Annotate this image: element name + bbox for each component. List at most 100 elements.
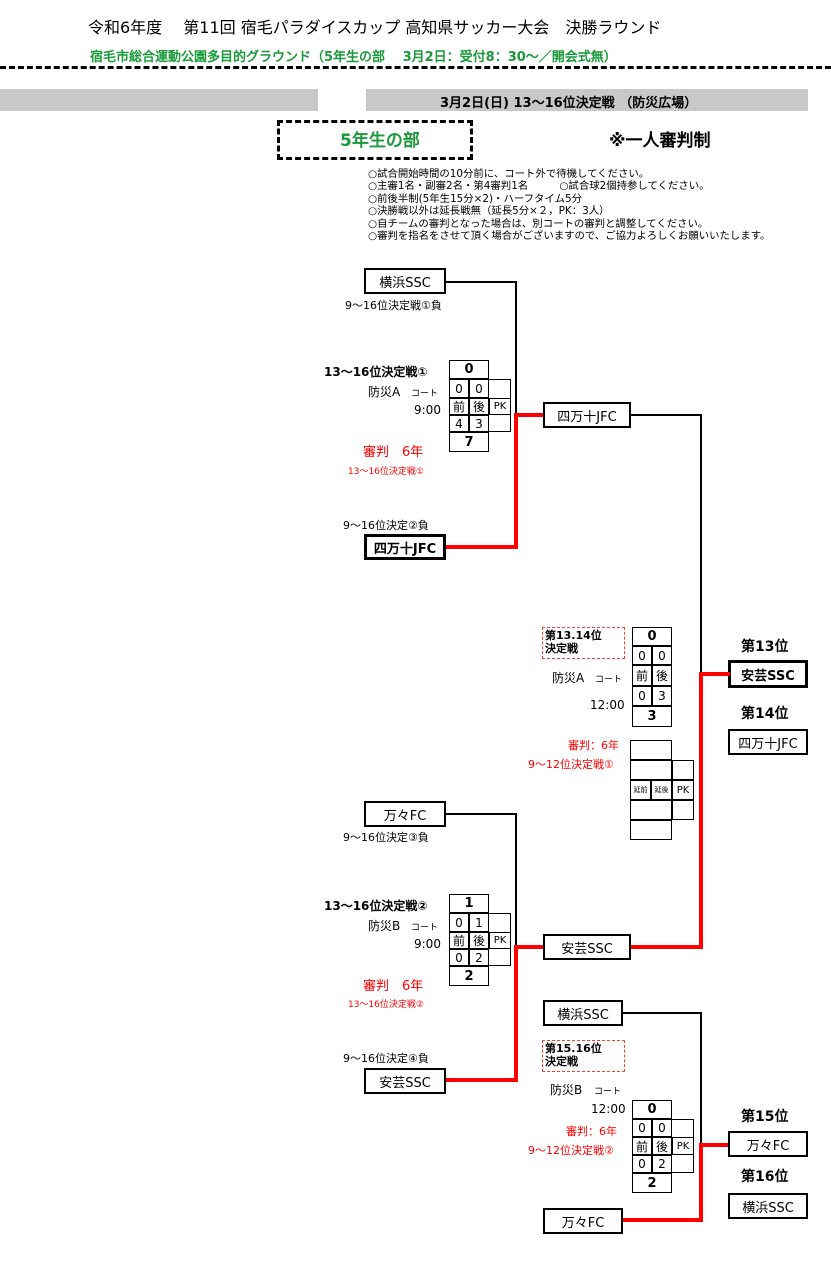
match1-referee: 審判 6年 [363,445,424,460]
extra-time-cell [630,740,672,760]
match4-referee-note: 9～12位決定戦② [528,1144,614,1157]
rule-item: ○試合開始時間の10分前に、コート外で待機してください。 [368,168,650,180]
match1-top-h2: 0 [469,379,489,398]
match3-bot-h1: 0 [632,686,652,706]
winner-path [514,945,518,1082]
rank13-label: 第13位 [741,639,789,655]
winner-path [514,413,518,549]
winner-path [514,945,544,949]
rank14-team: 四万十JFC [728,729,808,755]
team-box-match2-a: 万々FC [364,801,446,827]
match2-bot-total: 2 [449,966,489,986]
team-box-match2-b: 安芸SSC [364,1068,446,1094]
match4-bot-h1: 0 [632,1155,652,1173]
bracket-line [700,414,702,676]
extra-time-second-label: 延後 [651,780,672,800]
match1-bot-h1: 4 [449,415,469,432]
match1-top-h1: 0 [449,379,469,398]
rule-item: ○自チームの審判となった場合は、別コートの審判と調整してください。 [368,217,709,230]
pk-cell [672,1119,694,1137]
match3-bot-h2: 3 [652,686,672,706]
first-half-label: 前 [632,1137,652,1155]
winner-path [699,1143,703,1222]
match3-bot-total: 3 [632,706,672,727]
match2-referee: 審判 6年 [363,979,424,994]
match4-bot-h2: 2 [652,1155,672,1173]
rank15-label: 第15位 [741,1109,789,1125]
match3-court: 防災A [552,671,585,685]
match4-bot-total: 2 [632,1173,672,1193]
team-box-match4-b: 万々FC [543,1208,623,1234]
match4-court: 防災B [550,1083,583,1097]
second-half-label: 後 [652,1137,672,1155]
team-box-match4-a: 横浜SSC [543,1000,623,1026]
winner-path [446,545,518,549]
match4-referee: 審判：6年 [566,1125,617,1138]
match4-title: 第15.16位 決定戦 [545,1042,602,1068]
match1-top-total: 0 [449,360,489,379]
match2-referee-note: 13～16位決定戦② [348,1000,424,1010]
pk-label: PK [672,1137,694,1155]
team-box-match1-a: 横浜SSC [364,268,446,294]
match3-top-h2: 0 [652,646,672,665]
match1-title: 13～16位決定戦① [324,365,428,379]
date-bar-text: 3月2日(日) 13～16位決定戦 （防災広場） [440,96,698,111]
match2-top-total: 1 [449,894,489,913]
dashed-divider [0,66,831,69]
match2-time: 9:00 [414,937,441,951]
rank13-team: 安芸SSC [728,660,808,688]
second-half-label: 後 [469,398,489,415]
rank16-label: 第16位 [741,1169,789,1185]
bracket-line [515,813,517,947]
pk-cell [489,379,511,398]
first-half-label: 前 [632,665,652,686]
rule-item: ○主審1名・副審2名・第4審判1名 ○試合球2個持参してください。 [368,180,710,193]
pk-label: PK [672,780,694,800]
match1-team-b-note: 9～16位決定②負 [343,519,429,532]
bracket-line [700,1012,702,1146]
extra-time-cell [672,760,694,780]
extra-time-cell [672,800,694,820]
match2-team-a-note: 9～16位決定③負 [343,831,429,844]
match1-referee-note: 13～16位決定戦① [348,467,424,477]
match4-title-text: 第15.16位 決定戦 [545,1042,602,1068]
match4-top-h1: 0 [632,1119,652,1137]
extra-time-cell [630,760,672,780]
rules-list: ○試合開始時間の10分前に、コート外で待機してください。 ○主審1名・副審2名・… [368,168,770,242]
match3-title-frame [542,627,625,659]
rank16-team: 横浜SSC [728,1193,808,1219]
match2-top-h1: 0 [449,913,469,932]
rule-item: ○決勝戦以外は延長戦無（延長5分×２，PK：3人） [368,205,610,218]
bracket-line [446,813,516,815]
rule-item: ○審判を指名をさせて頂く場合がございますので、ご協力よろしくお願いいたします。 [368,230,771,243]
match4-top-h2: 0 [652,1119,672,1137]
bracket-line [631,414,701,416]
second-half-label: 後 [652,665,672,686]
winner-path [699,672,703,949]
header-bar-left [0,89,318,111]
match3-referee-note: 9～12位決定戦① [528,758,614,771]
first-half-label: 前 [449,932,469,949]
match3-time: 12:00 [590,698,625,712]
extra-time-cell [630,800,672,820]
pk-cell [489,415,511,432]
bracket-line [623,1012,701,1014]
team-box-match2-winner: 安芸SSC [543,934,631,960]
match2-team-b-note: 9～16位決定④負 [343,1052,429,1065]
extra-time-cell [630,820,672,840]
match3-title: 第13.14位 決定戦 [545,629,602,655]
match4-time: 12:00 [591,1102,626,1116]
match3-top-total: 0 [632,627,672,646]
match1-court-label: コート [411,389,439,399]
bracket-line [515,281,517,415]
pk-label: PK [489,398,511,415]
venue-subtitle: 宿毛市総合運動公園多目的グラウンド（5年生の部 3月2日：受付8：30～／開会式… [90,50,617,65]
bracket-line [446,281,516,283]
page-title: 令和6年度 第11回 宿毛パラダイスカップ 高知県サッカー大会 決勝ラウンド [88,18,662,37]
match4-top-total: 0 [632,1100,672,1119]
match2-bot-h2: 2 [469,949,489,966]
first-half-label: 前 [449,398,469,415]
rule-item: ○前後半制(5年生15分×2)・ハーフタイム5分 [368,192,582,205]
match2-top-h2: 1 [469,913,489,932]
match3-top-h1: 0 [632,646,652,665]
